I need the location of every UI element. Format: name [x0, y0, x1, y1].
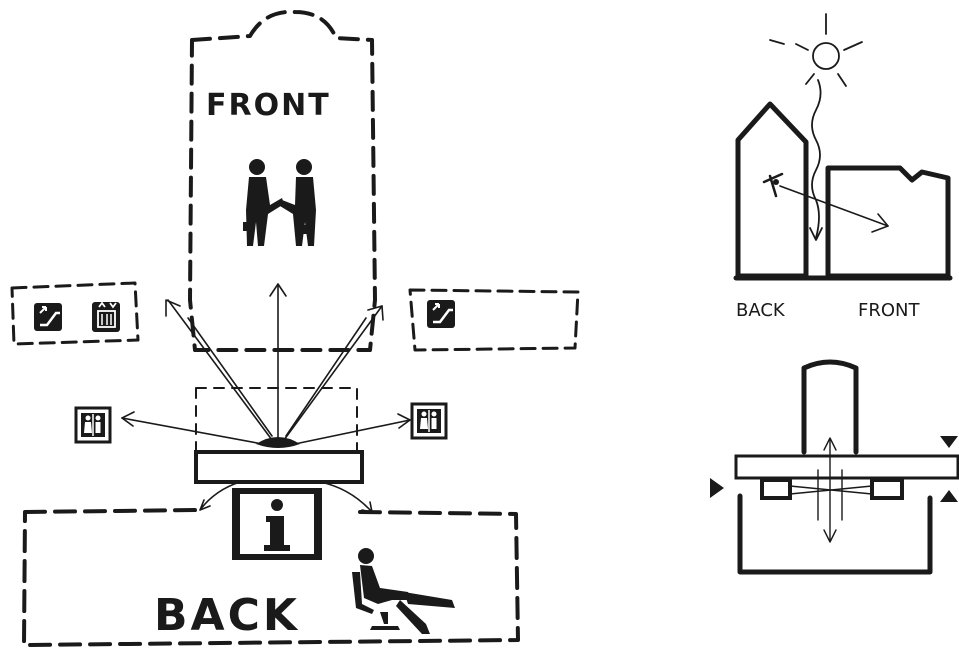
- front-building-section: [825, 165, 951, 279]
- business-handshake-icon: [243, 159, 316, 246]
- eye-icon-section: [762, 172, 784, 198]
- front-label: FRONT: [206, 88, 331, 123]
- wayfinding-arrows: [121, 283, 411, 446]
- back-building-section: [735, 101, 809, 279]
- restroom-icon[interactable]: [74, 406, 112, 444]
- back-zone-outline: [22, 508, 520, 647]
- left-block: [760, 478, 792, 500]
- right-circulation-zone: [408, 288, 580, 352]
- center-zone-outline: [195, 387, 358, 451]
- escalator-icon-right[interactable]: [427, 300, 455, 328]
- front-back-plan-diagram: FRONT: [10, 9, 580, 647]
- entrance-marker-right-bottom: [940, 490, 958, 502]
- entrance-slab: [734, 454, 959, 480]
- tower-outline: [801, 359, 859, 455]
- desk-curve-right: [319, 481, 373, 513]
- front-zone-outline: [188, 9, 377, 352]
- entrance-plan-diagram: [710, 359, 959, 575]
- entrance-marker-right-top: [940, 436, 958, 448]
- back-section-label: BACK: [736, 300, 786, 321]
- light-beam: [811, 79, 822, 239]
- lower-building-outline: [737, 493, 933, 575]
- back-label: BACK: [154, 590, 300, 641]
- information-icon[interactable]: [232, 488, 322, 560]
- elevator-icon[interactable]: [92, 301, 120, 332]
- sun-icon: [769, 13, 863, 87]
- daylight-section-diagram: BACK FRONT: [733, 13, 953, 321]
- desk-curve-left: [199, 481, 241, 511]
- reception-desk: [194, 450, 364, 484]
- front-section-label: FRONT: [858, 300, 920, 321]
- right-block: [870, 478, 904, 500]
- seated-person-icon: [352, 548, 455, 634]
- restroom-icon-right[interactable]: [410, 402, 448, 440]
- circulation-lines: [789, 437, 873, 543]
- entrance-marker-left: [710, 478, 724, 498]
- escalator-icon[interactable]: [34, 303, 62, 331]
- left-circulation-zone: [10, 281, 140, 346]
- eye-icon: [256, 437, 300, 448]
